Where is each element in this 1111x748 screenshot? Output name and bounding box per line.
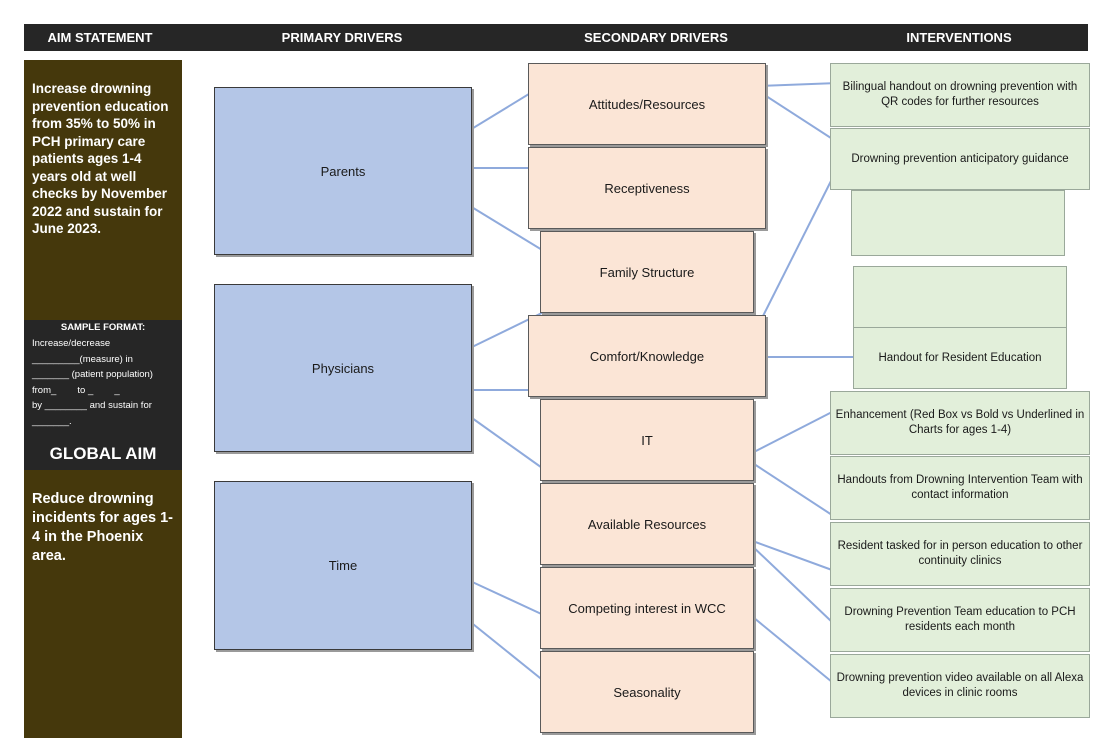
secondary-driver-label: Receptiveness (604, 180, 690, 196)
primary-driver-time: Time (214, 481, 472, 650)
connector-line (759, 82, 839, 87)
global-aim-title: GLOBAL AIM (49, 444, 157, 463)
secondary-driver-label: Seasonality (613, 684, 681, 700)
intervention-chart-enhancement: Enhancement (Red Box vs Bold vs Underlin… (830, 391, 1090, 455)
intervention-anticipatory-guidance: Drowning prevention anticipatory guidanc… (830, 128, 1090, 190)
primary-driver-label: Parents (320, 163, 366, 179)
secondary-driver-label: Competing interest in WCC (568, 600, 726, 616)
header-interventions: INTERVENTIONS (906, 30, 1012, 45)
connector-line (759, 91, 835, 141)
intervention-team-handouts: Handouts from Drowning Intervention Team… (830, 456, 1090, 520)
connector-line (747, 459, 833, 516)
secondary-driver-comfort-knowledge: Comfort/Knowledge (528, 315, 766, 397)
connector-line (467, 579, 551, 619)
secondary-driver-family-structure: Family Structure (540, 231, 754, 313)
primary-driver-parents: Parents (214, 87, 472, 255)
primary-driver-label: Time (328, 558, 358, 573)
intervention-label: Handout for Resident Education (878, 351, 1042, 364)
global-aim-text: Reduce drowning incidents for ages 1-4 i… (32, 491, 174, 564)
intervention-alexa-video: Drowning prevention video available on a… (830, 654, 1090, 718)
aim-statement-text: Increase drowning prevention education f… (32, 81, 169, 236)
connector-line (747, 411, 833, 456)
header-bar: AIM STATEMENT PRIMARY DRIVERS SECONDARY … (24, 24, 1088, 51)
intervention-label: Drowning prevention video available on a… (836, 672, 1084, 699)
intervention-resident-tasked: Resident tasked for in person education … (830, 522, 1090, 586)
aim-column: Increase drowning prevention education f… (24, 60, 182, 738)
intervention-label: Drowning Prevention Team education to PC… (844, 606, 1076, 633)
intervention-bilingual-handout: Bilingual handout on drowning prevention… (830, 63, 1090, 127)
intervention-empty-box (853, 266, 1067, 328)
intervention-label: Handouts from Drowning Intervention Team… (837, 474, 1083, 501)
sample-format-title: SAMPLE FORMAT: (60, 322, 146, 333)
sample-format-panel: SAMPLE FORMAT: Increase/decrease _______… (24, 320, 182, 470)
intervention-label: Resident tasked for in person education … (837, 540, 1083, 567)
secondary-driver-label: IT (641, 432, 653, 448)
connector-line (467, 619, 551, 687)
primary-driver-physicians: Physicians (214, 284, 472, 452)
connector-line (747, 612, 833, 683)
intervention-team-education: Drowning Prevention Team education to PC… (830, 588, 1090, 652)
secondary-driver-seasonality: Seasonality (540, 651, 754, 733)
connector-line (464, 412, 553, 476)
secondary-driver-competing-interest: Competing interest in WCC (540, 567, 754, 649)
intervention-label: Bilingual handout on drowning prevention… (842, 81, 1078, 108)
header-aim-statement: AIM STATEMENT (47, 30, 153, 45)
secondary-driver-attitudes: Attitudes/Resources (528, 63, 766, 145)
connector-line (469, 307, 553, 349)
secondary-driver-it: IT (540, 399, 754, 481)
intervention-label: Enhancement (Red Box vs Bold vs Underlin… (835, 409, 1085, 436)
header-secondary-drivers: SECONDARY DRIVERS (584, 30, 728, 45)
sample-format-body: Increase/decrease _________(measure) in … (32, 338, 153, 427)
secondary-driver-label: Available Resources (587, 516, 707, 532)
secondary-driver-receptiveness: Receptiveness (528, 147, 766, 229)
connector-line (749, 539, 833, 571)
header-primary-drivers: PRIMARY DRIVERS (281, 30, 403, 45)
connector-line (761, 174, 835, 319)
intervention-empty-box (851, 190, 1065, 256)
connector-line (749, 543, 833, 623)
secondary-driver-label: Attitudes/Resources (588, 96, 706, 112)
connector-line (469, 205, 553, 257)
secondary-driver-label: Comfort/Knowledge (589, 348, 705, 364)
primary-driver-label: Physicians (311, 360, 375, 376)
intervention-label: Drowning prevention anticipatory guidanc… (851, 152, 1069, 165)
secondary-driver-available-resources: Available Resources (540, 483, 754, 565)
intervention-resident-handout: Handout for Resident Education (853, 327, 1067, 389)
secondary-driver-label: Family Structure (599, 264, 695, 280)
